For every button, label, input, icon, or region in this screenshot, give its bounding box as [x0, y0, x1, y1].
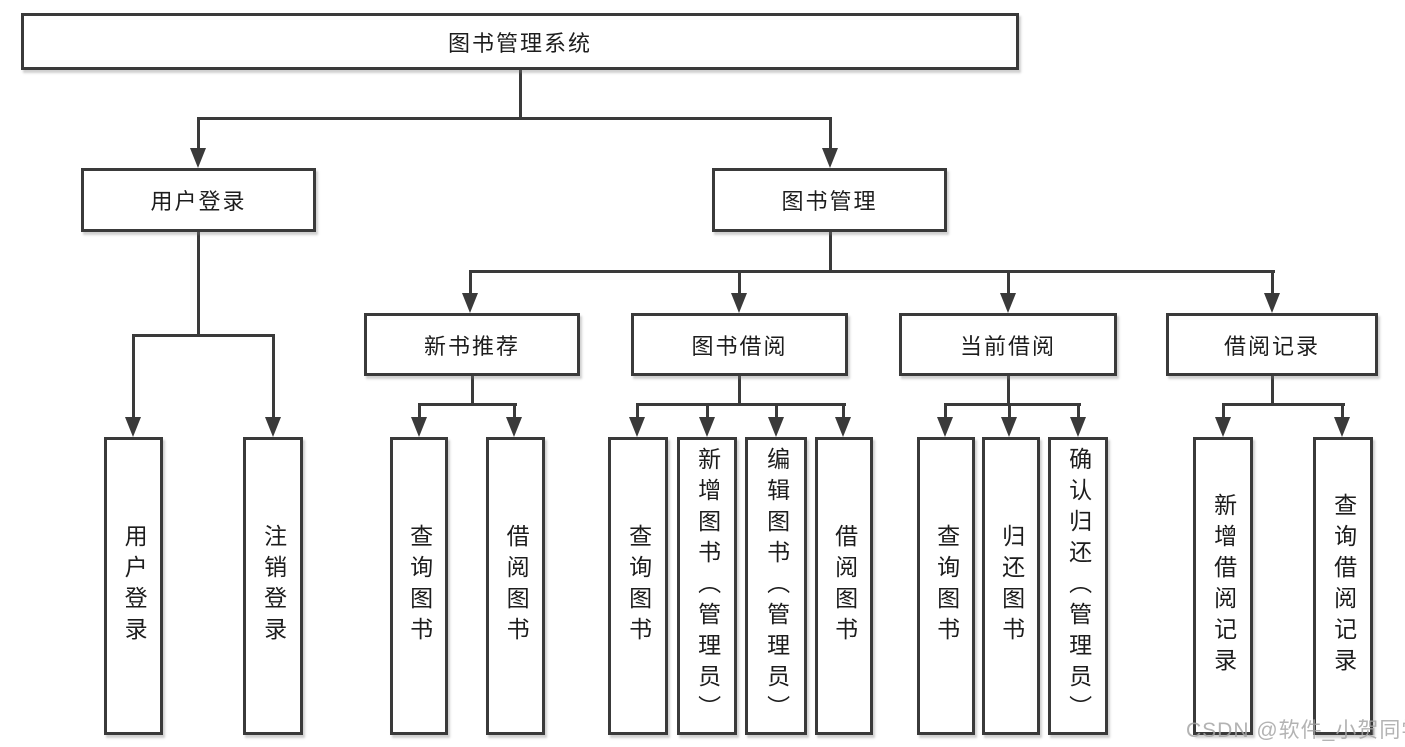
leaf-user-login-label: 用户登录	[121, 524, 148, 648]
leaf-query-books-current-label: 查询图书	[933, 524, 960, 648]
connector-line	[1007, 376, 1010, 406]
connector-line	[829, 117, 832, 150]
leaf-query-borrow-record: 查询借阅记录	[1313, 437, 1373, 735]
arrowhead-down-icon	[411, 417, 427, 437]
node-library-management-system: 图书管理系统	[21, 13, 1019, 70]
arrowhead-down-icon	[1334, 417, 1350, 437]
connector-line	[469, 270, 1275, 273]
node-current-borrowing: 当前借阅	[899, 313, 1117, 376]
arrowhead-down-icon	[265, 417, 281, 437]
connector-line	[469, 270, 472, 295]
leaf-return-books-label: 归还图书	[998, 524, 1025, 648]
connector-line	[1007, 270, 1010, 295]
leaf-add-book-admin: 新增图书（管理员）	[677, 437, 737, 735]
connector-line	[197, 117, 832, 120]
leaf-query-books-borrowing: 查询图书	[608, 437, 668, 735]
leaf-borrow-books-borrowing: 借阅图书	[815, 437, 873, 735]
connector-line	[1341, 403, 1344, 419]
connector-line	[418, 403, 421, 419]
leaf-edit-book-admin-label: 编辑图书（管理员）	[763, 446, 790, 726]
connector-line	[513, 403, 516, 419]
node-borrowing-records: 借阅记录	[1166, 313, 1378, 376]
connector-line	[738, 376, 741, 406]
connector-line	[418, 403, 517, 406]
node-user-login-label: 用户登录	[150, 189, 247, 214]
connector-line	[272, 334, 275, 419]
connector-line	[775, 403, 778, 419]
connector-line	[1222, 403, 1345, 406]
arrowhead-down-icon	[1264, 293, 1280, 313]
node-current-borrowing-label: 当前借阅	[959, 333, 1056, 359]
connector-line	[1271, 270, 1274, 295]
leaf-return-books: 归还图书	[982, 437, 1040, 735]
connector-line	[197, 232, 200, 337]
node-user-login: 用户登录	[81, 168, 316, 232]
connector-line	[636, 403, 639, 419]
node-borrowing-records-label: 借阅记录	[1223, 333, 1320, 359]
connector-line	[471, 376, 474, 406]
leaf-query-books-recommend: 查询图书	[390, 437, 448, 735]
node-book-borrowing-label: 图书借阅	[691, 333, 788, 359]
node-book-management: 图书管理	[712, 168, 947, 232]
connector-line	[636, 403, 846, 406]
connector-line	[738, 270, 741, 295]
leaf-borrow-books-recommend: 借阅图书	[486, 437, 545, 735]
node-new-book-recommend-label: 新书推荐	[423, 333, 520, 359]
leaf-query-books-recommend-label: 查询图书	[406, 524, 433, 648]
arrowhead-down-icon	[1000, 293, 1016, 313]
node-book-borrowing: 图书借阅	[631, 313, 848, 376]
node-new-book-recommend: 新书推荐	[364, 313, 580, 376]
arrowhead-down-icon	[699, 417, 715, 437]
connector-line	[842, 403, 845, 419]
arrowhead-down-icon	[629, 417, 645, 437]
arrowhead-down-icon	[506, 417, 522, 437]
leaf-add-borrow-record: 新增借阅记录	[1193, 437, 1253, 735]
arrowhead-down-icon	[731, 293, 747, 313]
leaf-logout-login: 注销登录	[243, 437, 303, 735]
leaf-query-books-borrowing-label: 查询图书	[625, 524, 652, 648]
arrowhead-down-icon	[835, 417, 851, 437]
arrowhead-down-icon	[1001, 417, 1017, 437]
connector-line	[944, 403, 947, 419]
leaf-borrow-books-borrowing-label: 借阅图书	[831, 524, 858, 648]
connector-line	[519, 70, 522, 119]
arrowhead-down-icon	[462, 293, 478, 313]
connector-line	[944, 403, 1081, 406]
arrowhead-down-icon	[937, 417, 953, 437]
leaf-query-borrow-record-label: 查询借阅记录	[1330, 493, 1357, 679]
connector-line	[1271, 376, 1274, 406]
node-book-management-label: 图书管理	[781, 189, 878, 214]
leaf-confirm-return-admin: 确认归还（管理员）	[1048, 437, 1108, 735]
connector-line	[706, 403, 709, 419]
leaf-add-borrow-record-label: 新增借阅记录	[1210, 493, 1237, 679]
leaf-logout-login-label: 注销登录	[260, 524, 287, 648]
arrowhead-down-icon	[768, 417, 784, 437]
connector-line	[1008, 403, 1011, 419]
connector-line	[132, 334, 275, 337]
connector-line	[1222, 403, 1225, 419]
leaf-user-login: 用户登录	[104, 437, 163, 735]
arrowhead-down-icon	[190, 148, 206, 168]
connector-line	[1077, 403, 1080, 419]
connector-line	[132, 334, 135, 419]
leaf-edit-book-admin: 编辑图书（管理员）	[745, 437, 807, 735]
csdn-watermark: CSDN @软件_小贺同学	[1186, 719, 1405, 742]
connector-line	[829, 232, 832, 273]
leaf-borrow-books-recommend-label: 借阅图书	[503, 524, 530, 648]
leaf-confirm-return-admin-label: 确认归还（管理员）	[1065, 446, 1092, 726]
arrowhead-down-icon	[1215, 417, 1231, 437]
arrowhead-down-icon	[822, 148, 838, 168]
node-library-management-system-label: 图书管理系统	[447, 30, 592, 56]
leaf-query-books-current: 查询图书	[917, 437, 975, 735]
connector-line	[197, 117, 200, 150]
leaf-add-book-admin-label: 新增图书（管理员）	[694, 446, 721, 726]
arrowhead-down-icon	[125, 417, 141, 437]
arrowhead-down-icon	[1070, 417, 1086, 437]
